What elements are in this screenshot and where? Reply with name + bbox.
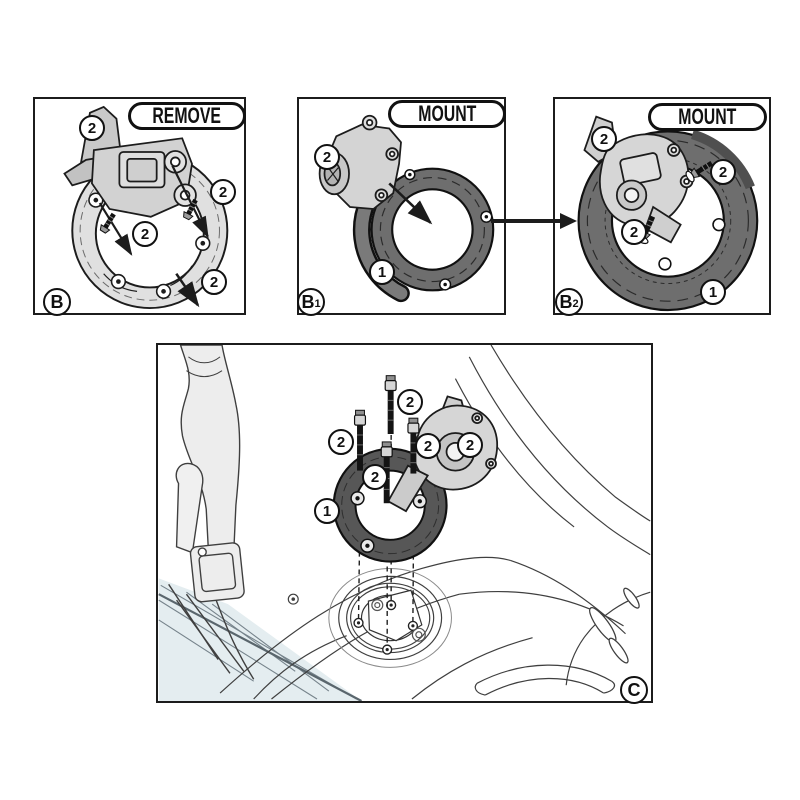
panel-c-drawing [158,345,651,701]
callout-marker-2: 2 [457,432,483,458]
fuel-tank-outline [219,556,626,700]
tank-fastener-dot [291,597,296,601]
callout-marker-2: 2 [415,433,441,459]
callout-marker-2: 2 [79,115,105,141]
callout-marker-2: 2 [591,126,617,152]
panel-b2-drawing [577,115,759,312]
windscreen [158,578,362,701]
callout-marker-2: 2 [397,389,423,415]
panel-b-title-pill: REMOVE [128,102,246,130]
callout-marker-1: 1 [369,259,395,285]
mount-direction-arrow [388,182,433,225]
removal-arrows [98,165,209,308]
callout-marker-2: 2 [710,159,736,185]
callout-marker-1: 1 [314,498,340,524]
panel-b1-title: MOUNT [417,101,477,126]
callout-marker-2: 2 [314,144,340,170]
panel-b2-title: MOUNT [678,104,737,129]
panel-b-title: REMOVE [152,103,222,128]
callout-marker-2: 2 [621,219,647,245]
removal-screw-right [183,198,198,221]
lock-assembly [386,395,499,513]
panel-b1-drawing [318,114,495,303]
callout-marker-1: 1 [700,279,726,305]
oem-lock-assembly [63,105,197,218]
fuel-filler-cap [328,567,452,668]
panel-b2-title-pill: MOUNT [648,103,767,131]
mirror-stalk-and-controls [168,345,255,680]
panel-b-badge: B [43,288,71,316]
fixing-screw-right [685,160,714,183]
callout-marker-2: 2 [201,269,227,295]
panel-b-drawing [63,105,229,310]
panel-c-badge: C [620,676,648,704]
arrow-b1-to-b2 [491,213,577,229]
callout-marker-2: 2 [132,221,158,247]
panel-b-remove: REMOVE B 2 2 2 2 [33,97,246,316]
callout-marker-2: 2 [362,464,388,490]
right-fairing-frame [454,345,651,696]
panel-b1-title-pill: MOUNT [388,100,506,128]
callout-marker-2: 2 [328,429,354,455]
callout-marker-2: 2 [210,179,236,205]
fixing-screws [353,375,420,504]
removal-screw-left [99,212,116,234]
